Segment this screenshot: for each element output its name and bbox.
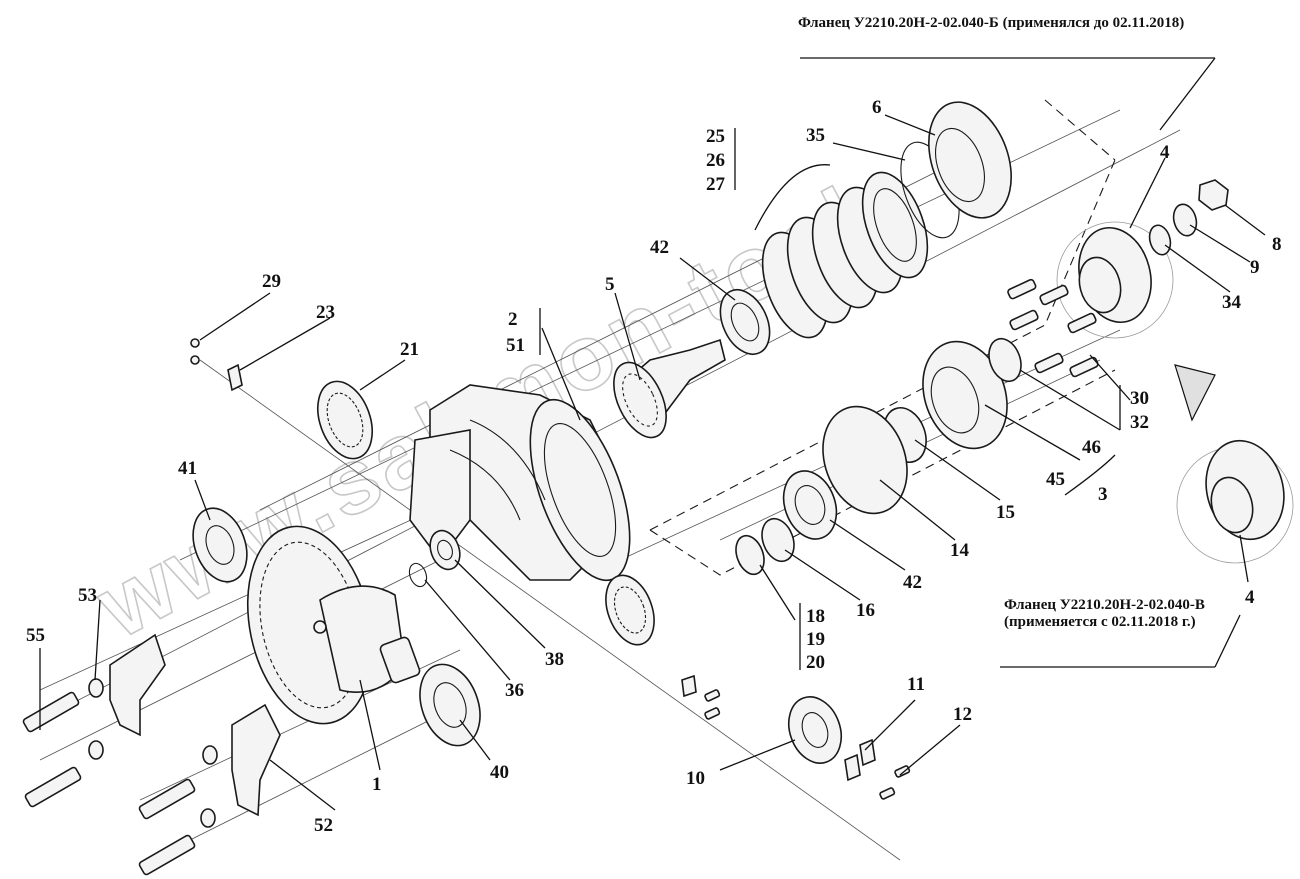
callout-52: 52 — [314, 815, 333, 836]
callout-27: 27 — [706, 174, 726, 195]
callout-19: 19 — [806, 629, 825, 650]
bolts-55 — [22, 691, 196, 876]
bearing-40 — [419, 663, 481, 747]
callout-26: 26 — [706, 150, 725, 171]
callout-25: 25 — [706, 126, 725, 147]
bearing-38 — [429, 529, 461, 571]
lock-washers-53 — [88, 678, 218, 828]
bearing-cap-upper — [109, 633, 166, 737]
bearing-41 — [192, 507, 248, 583]
screws-12 — [681, 674, 911, 800]
rings-16-18 — [735, 517, 795, 576]
callout-14: 14 — [950, 540, 970, 561]
callout-42-upper: 42 — [650, 237, 669, 258]
callout-1: 1 — [372, 774, 382, 795]
bearing-42-upper — [719, 289, 771, 355]
seal-46 — [988, 337, 1022, 383]
callout-45: 45 — [1046, 469, 1065, 490]
callout-9: 9 — [1250, 257, 1260, 278]
callout-11: 11 — [907, 674, 925, 695]
adjusting-nut-lower-ring — [605, 574, 655, 646]
screws-29 — [190, 338, 200, 365]
adjusting-nut-10 — [787, 696, 843, 764]
caption-flange-new-line1: Фланец У2210.20Н-2-02.040-В — [1004, 597, 1205, 613]
gasket-14 — [822, 405, 908, 515]
seal-rings-9-34 — [1148, 203, 1198, 256]
bearing-cap-52 — [231, 703, 281, 817]
callout-21: 21 — [400, 339, 419, 360]
callout-32: 32 — [1130, 412, 1149, 433]
callout-30: 30 — [1130, 388, 1149, 409]
callout-29: 29 — [262, 271, 281, 292]
callout-35: 35 — [806, 125, 825, 146]
leader-lines — [39, 57, 1266, 811]
flange-4-old — [1056, 221, 1174, 339]
callout-40: 40 — [490, 762, 509, 783]
callout-18: 18 — [806, 606, 825, 627]
callout-51: 51 — [506, 335, 525, 356]
callout-42-lower: 42 — [903, 572, 922, 593]
callout-2: 2 — [508, 309, 518, 330]
callout-16: 16 — [856, 600, 875, 621]
callout-23: 23 — [316, 302, 335, 323]
lock-plate-23 — [227, 363, 243, 392]
callout-34: 34 — [1222, 292, 1242, 313]
friction-disc-stack — [761, 171, 929, 339]
callout-8: 8 — [1272, 234, 1282, 255]
lock-plates-11 — [844, 738, 876, 782]
cover-6 — [928, 101, 1012, 219]
adjusting-nut-21 — [317, 380, 373, 460]
callout-55: 55 — [26, 625, 45, 646]
callout-53: 53 — [78, 585, 97, 606]
callout-10: 10 — [686, 768, 705, 789]
callout-46: 46 — [1082, 437, 1101, 458]
callout-38: 38 — [545, 649, 564, 670]
callout-4-new: 4 — [1245, 587, 1255, 608]
snap-ring-36 — [408, 562, 428, 588]
callout-3: 3 — [1098, 484, 1108, 505]
bearing-42-lower — [782, 470, 838, 540]
caption-flange-old: Фланец У2210.20Н-2-02.040-Б (применялся … — [798, 15, 1184, 31]
callout-5: 5 — [605, 274, 615, 295]
callout-4-old: 4 — [1160, 142, 1170, 163]
nut-8 — [1198, 179, 1229, 211]
flange-4-new — [1176, 439, 1294, 564]
callout-36: 36 — [505, 680, 524, 701]
replacement-arrow — [1174, 364, 1216, 422]
callout-15: 15 — [996, 502, 1015, 523]
grouping-marks — [539, 128, 1121, 670]
drive-pinion — [613, 338, 726, 439]
bolts-30-32 — [1007, 278, 1099, 378]
callout-6: 6 — [872, 97, 882, 118]
ring-gear-differential-case — [246, 525, 421, 725]
caption-flange-new-line2: (применяется с 02.11.2018 г.) — [1004, 614, 1196, 630]
callout-20: 20 — [806, 652, 825, 673]
bearing-cover-45 — [922, 340, 1008, 450]
callout-41: 41 — [178, 458, 197, 479]
callout-12: 12 — [953, 704, 972, 725]
